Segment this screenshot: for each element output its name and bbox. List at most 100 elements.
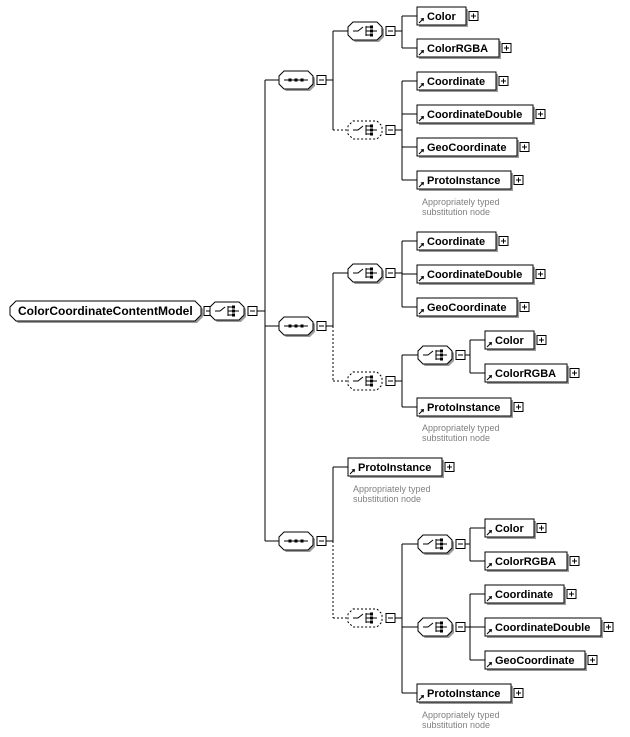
reference-arrow-icon — [486, 662, 492, 668]
reference-arrow-icon — [418, 409, 424, 415]
element-label: ProtoInstance — [427, 175, 500, 187]
substitution-note: substitution node — [422, 433, 490, 443]
reference-arrow-icon — [418, 695, 424, 701]
collapse-icon[interactable] — [316, 536, 327, 546]
element-label: Color — [495, 335, 524, 347]
collapse-icon[interactable] — [385, 125, 396, 135]
reference-arrow-icon — [418, 18, 424, 24]
element-protoinstance[interactable]: ProtoInstance — [416, 683, 513, 704]
expand-icon[interactable] — [498, 236, 509, 246]
element-label: ProtoInstance — [427, 402, 500, 414]
element-label: ProtoInstance — [358, 462, 431, 474]
element-color[interactable]: Color — [484, 518, 536, 539]
element-geocoordinate[interactable]: GeoCoordinate — [416, 297, 519, 318]
element-coordinate[interactable]: Coordinate — [416, 231, 498, 252]
element-label: CoordinateDouble — [427, 109, 522, 121]
element-color[interactable]: Color — [416, 6, 468, 27]
expand-icon[interactable] — [498, 76, 509, 86]
element-label: ColorRGBA — [495, 368, 556, 380]
expand-icon[interactable] — [566, 589, 577, 599]
element-label: GeoCoordinate — [427, 142, 506, 154]
choice-compositor-icon — [347, 120, 383, 140]
reference-arrow-icon — [486, 629, 492, 635]
collapse-icon[interactable] — [385, 26, 396, 36]
root-element[interactable]: ColorCoordinateContentModel — [9, 300, 203, 323]
expand-icon[interactable] — [603, 622, 614, 632]
element-label: GeoCoordinate — [495, 655, 574, 667]
expand-icon[interactable] — [519, 142, 530, 152]
reference-arrow-icon — [486, 596, 492, 602]
element-colorrgba[interactable]: ColorRGBA — [484, 363, 569, 384]
element-coordinate[interactable]: Coordinate — [416, 71, 498, 92]
expand-icon[interactable] — [513, 688, 524, 698]
element-coordinatedouble[interactable]: CoordinateDouble — [484, 617, 603, 638]
reference-arrow-icon — [486, 375, 492, 381]
choice-compositor-icon — [209, 301, 246, 322]
expand-icon[interactable] — [444, 462, 455, 472]
collapse-icon[interactable] — [385, 376, 396, 386]
reference-arrow-icon — [418, 149, 424, 155]
substitution-note: Appropriately typed — [353, 484, 431, 494]
expand-icon[interactable] — [535, 269, 546, 279]
element-coordinate[interactable]: Coordinate — [484, 584, 566, 605]
expand-icon[interactable] — [536, 523, 547, 533]
choice-compositor-icon — [417, 617, 454, 638]
element-label: Coordinate — [427, 236, 485, 248]
element-label: ProtoInstance — [427, 688, 500, 700]
element-protoinstance[interactable]: ProtoInstance — [416, 170, 513, 191]
reference-arrow-icon — [418, 243, 424, 249]
substitution-note: Appropriately typed — [422, 197, 500, 207]
substitution-note: substitution node — [353, 494, 421, 504]
expand-icon[interactable] — [468, 11, 479, 21]
reference-arrow-icon — [418, 182, 424, 188]
reference-arrow-icon — [418, 276, 424, 282]
expand-icon[interactable] — [536, 335, 547, 345]
collapse-icon[interactable] — [385, 613, 396, 623]
choice-compositor-icon — [347, 371, 383, 391]
collapse-icon[interactable] — [385, 268, 396, 278]
choice-compositor-icon — [347, 21, 384, 42]
element-label: CoordinateDouble — [427, 269, 522, 281]
sequence-compositor-icon — [278, 316, 315, 337]
expand-icon[interactable] — [535, 109, 546, 119]
expand-icon[interactable] — [513, 175, 524, 185]
collapse-icon[interactable] — [455, 350, 466, 360]
element-coordinatedouble[interactable]: CoordinateDouble — [416, 264, 535, 285]
sequence-compositor-icon — [278, 70, 315, 91]
element-label: ColorRGBA — [495, 556, 556, 568]
collapse-icon[interactable] — [247, 306, 258, 316]
element-color[interactable]: Color — [484, 330, 536, 351]
substitution-note: substitution node — [422, 720, 490, 730]
expand-icon[interactable] — [569, 556, 580, 566]
choice-compositor-icon — [347, 608, 383, 628]
element-geocoordinate[interactable]: GeoCoordinate — [416, 137, 519, 158]
element-coordinatedouble[interactable]: CoordinateDouble — [416, 104, 535, 125]
sequence-compositor-icon — [278, 531, 315, 552]
element-label: GeoCoordinate — [427, 302, 506, 314]
element-label: Coordinate — [495, 589, 553, 601]
reference-arrow-icon — [418, 309, 424, 315]
element-label: Coordinate — [427, 76, 485, 88]
substitution-note: substitution node — [422, 207, 490, 217]
element-protoinstance[interactable]: ProtoInstance — [416, 397, 513, 418]
element-colorrgba[interactable]: ColorRGBA — [416, 38, 501, 59]
element-colorrgba[interactable]: ColorRGBA — [484, 551, 569, 572]
reference-arrow-icon — [418, 116, 424, 122]
collapse-icon[interactable] — [316, 75, 327, 85]
expand-icon[interactable] — [519, 302, 530, 312]
element-geocoordinate[interactable]: GeoCoordinate — [484, 650, 587, 671]
collapse-icon[interactable] — [316, 321, 327, 331]
choice-compositor-icon — [347, 263, 384, 284]
element-protoinstance[interactable]: ProtoInstance — [347, 457, 444, 478]
collapse-icon[interactable] — [455, 539, 466, 549]
expand-icon[interactable] — [501, 43, 512, 53]
reference-arrow-icon — [418, 50, 424, 56]
expand-icon[interactable] — [587, 655, 598, 665]
expand-icon[interactable] — [569, 368, 580, 378]
reference-arrow-icon — [418, 83, 424, 89]
expand-icon[interactable] — [513, 402, 524, 412]
reference-arrow-icon — [486, 342, 492, 348]
collapse-icon[interactable] — [455, 622, 466, 632]
substitution-note: Appropriately typed — [422, 710, 500, 720]
reference-arrow-icon — [349, 469, 355, 475]
